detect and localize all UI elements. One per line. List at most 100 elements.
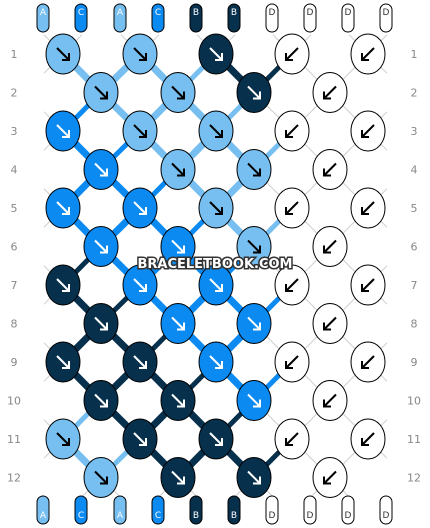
- arrow-down-left-icon: [285, 47, 299, 61]
- knot: [198, 33, 234, 75]
- row-label-right: 5: [411, 202, 418, 215]
- bottom-strand-label-6: B: [231, 511, 237, 521]
- knot: [236, 72, 272, 113]
- knot: [312, 457, 348, 498]
- top-strand-label-8: D: [307, 8, 314, 18]
- arrow-down-right-icon: [56, 124, 70, 138]
- arrow-down-left-icon: [323, 393, 337, 408]
- bottom-strand-3: [113, 495, 127, 525]
- top-strand-label-4: C: [155, 8, 161, 18]
- arrow-down-left-icon: [323, 316, 337, 331]
- bottom-strand-label-9: D: [345, 511, 352, 521]
- row-label-right: 3: [411, 125, 418, 138]
- knot: [160, 72, 196, 113]
- knot: [45, 264, 81, 306]
- top-strand-label-3: A: [117, 8, 124, 18]
- arrow-down-right-icon: [247, 470, 261, 485]
- top-strand-2: [74, 3, 88, 33]
- top-strand-label-1: A: [40, 8, 47, 18]
- arrow-down-right-icon: [94, 393, 108, 408]
- arrow-down-right-icon: [56, 355, 70, 369]
- knot: [198, 341, 234, 383]
- top-strand-label-2: C: [78, 8, 84, 18]
- bottom-strand-label-3: A: [117, 511, 124, 521]
- row-label-left: 6: [11, 241, 18, 254]
- arrow-down-right-icon: [247, 239, 261, 254]
- bottom-strand-6: [227, 495, 241, 525]
- top-strand-10: [379, 3, 393, 33]
- arrow-down-right-icon: [133, 201, 147, 215]
- arrow-down-right-icon: [247, 85, 261, 100]
- arrow-down-right-icon: [209, 201, 223, 215]
- knot: [350, 341, 386, 383]
- arrow-down-right-icon: [94, 162, 108, 177]
- row-label-right: 6: [411, 241, 418, 254]
- arrow-down-left-icon: [323, 85, 337, 100]
- arrow-down-left-icon: [323, 162, 337, 177]
- knot: [236, 380, 272, 421]
- bottom-strand-label-4: C: [155, 511, 161, 521]
- arrow-down-right-icon: [133, 355, 147, 369]
- knot-grid: [45, 33, 386, 498]
- arrow-down-right-icon: [94, 470, 108, 485]
- bottom-strand-9: [341, 495, 355, 525]
- knot: [83, 303, 119, 344]
- arrow-down-left-icon: [361, 432, 375, 446]
- knot: [160, 303, 196, 344]
- row-label-left: 9: [11, 356, 18, 369]
- bottom-strand-label-7: D: [269, 511, 276, 521]
- knot: [45, 187, 81, 229]
- arrow-down-right-icon: [209, 124, 223, 138]
- row-label-left: 12: [7, 472, 21, 485]
- knot: [350, 264, 386, 306]
- top-strand-5: [189, 3, 203, 33]
- knot: [83, 226, 119, 267]
- arrow-down-right-icon: [171, 85, 185, 100]
- top-strand-label-9: D: [345, 8, 352, 18]
- bottom-strand-10: [379, 495, 393, 525]
- arrow-down-left-icon: [361, 201, 375, 215]
- knot: [160, 149, 196, 190]
- row-label-left: 3: [11, 125, 18, 138]
- knot: [45, 110, 81, 152]
- arrow-down-left-icon: [361, 278, 375, 292]
- arrow-down-right-icon: [209, 432, 223, 446]
- row-label-left: 4: [11, 164, 18, 177]
- watermark: BRACELETBOOK.COM: [138, 257, 293, 272]
- arrow-down-left-icon: [323, 470, 337, 485]
- top-strand-label-5: B: [193, 8, 199, 18]
- knot: [160, 380, 196, 421]
- arrow-down-left-icon: [285, 278, 299, 292]
- row-label-left: 11: [7, 433, 21, 446]
- knot: [45, 418, 81, 460]
- arrow-down-right-icon: [94, 316, 108, 331]
- knot: [236, 303, 272, 344]
- knot: [312, 149, 348, 190]
- row-label-right: 2: [411, 87, 418, 100]
- arrow-down-left-icon: [361, 124, 375, 138]
- arrow-down-right-icon: [133, 47, 147, 61]
- arrow-down-right-icon: [94, 85, 108, 100]
- arrow-down-left-icon: [285, 432, 299, 446]
- top-strand-7: [265, 3, 279, 33]
- bottom-strand-label-2: C: [78, 511, 84, 521]
- bottom-strand-5: [189, 495, 203, 525]
- knot: [312, 226, 348, 267]
- knot: [274, 187, 310, 229]
- arrow-down-right-icon: [171, 393, 185, 408]
- row-label-right: 9: [411, 356, 418, 369]
- arrow-down-right-icon: [247, 393, 261, 408]
- row-label-left: 8: [11, 318, 18, 331]
- knot: [236, 457, 272, 498]
- arrow-down-right-icon: [56, 47, 70, 61]
- arrow-down-left-icon: [285, 201, 299, 215]
- row-label-left: 10: [7, 395, 21, 408]
- knot: [274, 33, 310, 75]
- knot: [350, 187, 386, 229]
- bottom-strand-1: [36, 495, 50, 525]
- arrow-down-right-icon: [247, 316, 261, 331]
- row-label-left: 7: [11, 279, 18, 292]
- knot: [274, 264, 310, 306]
